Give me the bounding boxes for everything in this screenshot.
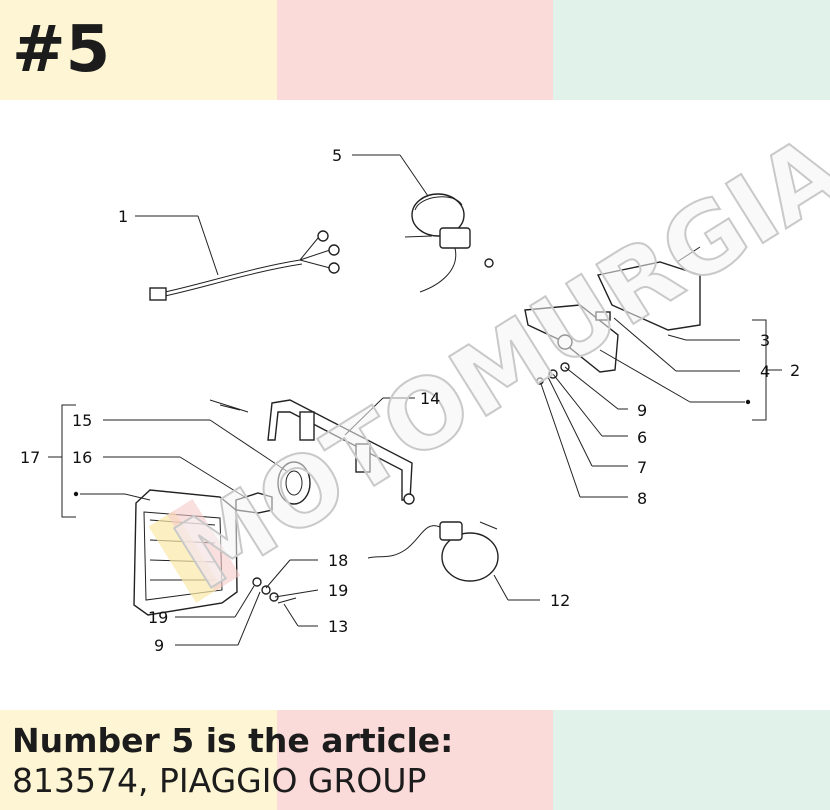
callout-5: 5 — [332, 146, 342, 165]
footer-band — [0, 710, 830, 810]
header-band — [0, 0, 830, 100]
article-caption-detail: 813574, PIAGGIO GROUP — [12, 761, 427, 800]
watermark-text: MOTOMURGIA — [157, 114, 830, 612]
callout-labels: 1 5 3 4 2 9 6 7 8 14 15 16 17 18 19 13 1… — [20, 146, 800, 655]
callout-8: 8 — [637, 489, 647, 508]
callout-3: 3 — [760, 331, 770, 350]
callout-9-left: 9 — [154, 636, 164, 655]
bulb-holder-part — [235, 461, 311, 514]
callout-17: 17 — [20, 448, 40, 467]
callout-14: 14 — [420, 389, 440, 408]
callout-4: 4 — [760, 362, 770, 381]
footer-band-yellow — [0, 710, 277, 810]
headlight-bracket-part — [209, 399, 415, 505]
callout-18: 18 — [328, 551, 348, 570]
header-band-pink — [277, 0, 553, 100]
callout-2: 2 — [790, 361, 800, 380]
callout-19-left: 19 — [148, 608, 168, 627]
article-caption-heading: Number 5 is the article: — [12, 721, 454, 760]
leader-lines — [48, 154, 782, 646]
callout-16: 16 — [72, 448, 92, 467]
turn-signal-indicator-part — [404, 193, 494, 293]
callout-13: 13 — [328, 617, 348, 636]
tail-light-part — [524, 246, 701, 385]
callout-9-right: 9 — [637, 401, 647, 420]
part-number-title: #5 — [12, 13, 111, 87]
header-band-yellow — [0, 0, 277, 100]
wiring-harness-part — [149, 230, 340, 301]
callout-1: 1 — [118, 207, 128, 226]
exploded-parts-diagram: MOTOMURGIA 1 5 3 4 2 9 6 7 8 14 15 16 17… — [20, 113, 830, 655]
front-indicator-part — [367, 521, 499, 582]
leader-dots — [73, 399, 751, 497]
header-band-mint — [553, 0, 830, 100]
footer-band-pink — [277, 710, 553, 810]
callout-6: 6 — [637, 428, 647, 447]
footer-band-mint — [553, 710, 830, 810]
callout-19-right: 19 — [328, 581, 348, 600]
callout-7: 7 — [637, 458, 647, 477]
callout-15: 15 — [72, 411, 92, 430]
callout-12: 12 — [550, 591, 570, 610]
